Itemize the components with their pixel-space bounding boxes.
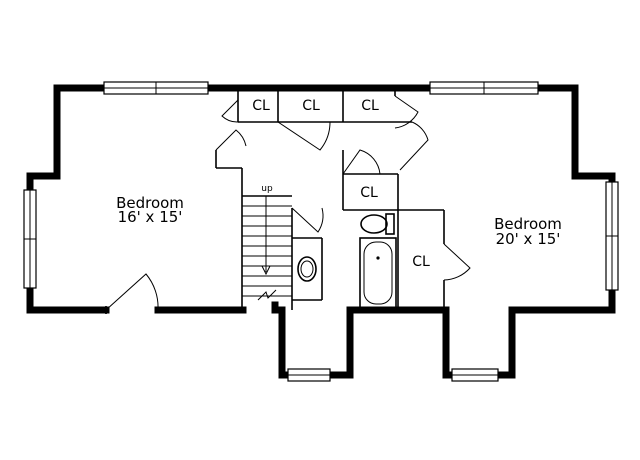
bathtub-icon (359, 237, 397, 309)
sink-icon (297, 256, 317, 282)
room-label-bedroom-left: Bedroom (116, 194, 184, 212)
window-right-wall (605, 181, 619, 291)
interior-walls (105, 88, 445, 314)
room-size-bedroom-right: 20' x 15' (496, 230, 561, 248)
window-bottom-right (451, 368, 499, 382)
window-bottom-left (287, 368, 331, 382)
toilet-icon (360, 213, 395, 235)
room-label-bedroom-right: Bedroom (494, 215, 562, 233)
bathroom-fixtures (297, 213, 397, 309)
closet-label-2: CL (302, 98, 320, 114)
closet-label-1: CL (252, 98, 270, 114)
closet-label-3: CL (361, 98, 379, 114)
door-swings (105, 95, 471, 311)
closet-label-4: CL (360, 185, 378, 201)
stair-label-up: up (261, 184, 273, 194)
closet-label-5: CL (412, 254, 430, 270)
window-top-right (429, 81, 539, 95)
stair-treads (242, 196, 292, 301)
window-top-left (103, 81, 209, 95)
window-left-wall (23, 189, 37, 289)
room-size-bedroom-left: 16' x 15' (118, 208, 183, 226)
